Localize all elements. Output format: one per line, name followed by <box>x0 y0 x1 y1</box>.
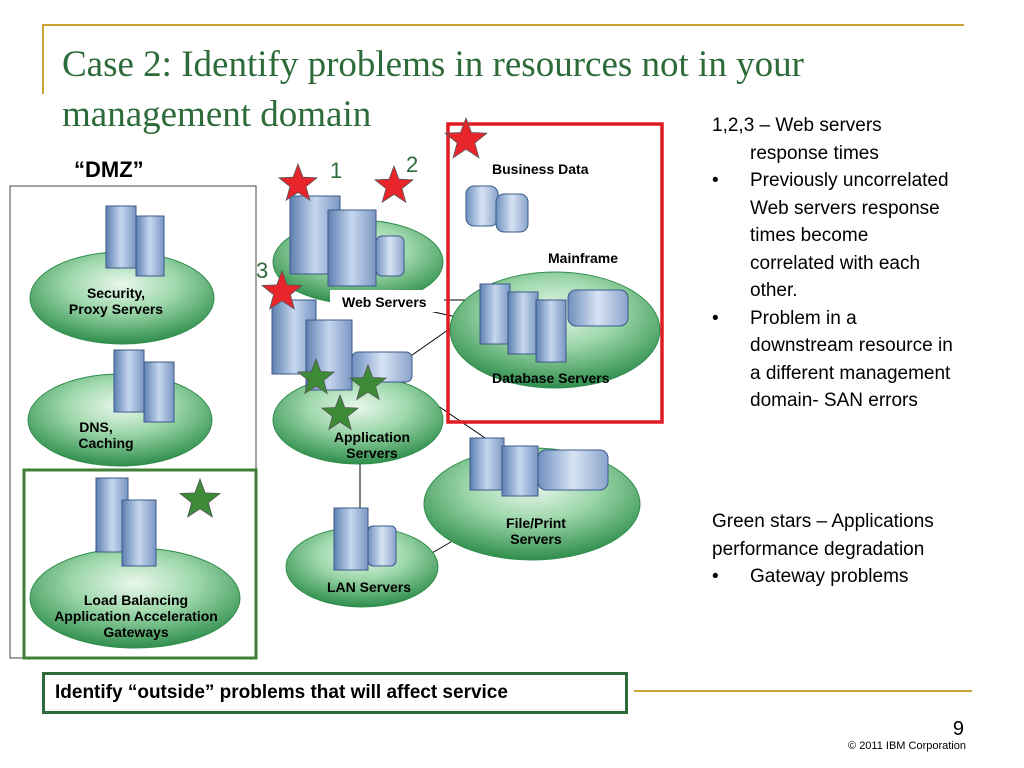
database-servers-label: Database Servers <box>492 370 610 386</box>
green-star-app-2-icon <box>348 363 388 401</box>
page-number: 9 <box>952 718 964 740</box>
heading-2-cont-2: degradation <box>823 538 925 560</box>
red-star-3-icon <box>260 269 304 310</box>
heading-1: 1,2,3 – Web servers <box>712 115 882 136</box>
mainframe-label: Mainframe <box>548 250 618 266</box>
heading-2-cont-1: performance <box>712 538 819 560</box>
bullet-1-line-4: correlated with each <box>750 252 921 274</box>
green-stars-panel: Green stars – Applications performance d… <box>712 508 1008 591</box>
number-3: 3 <box>256 258 268 283</box>
web-servers-label-bg <box>330 290 444 312</box>
heading-1-cont: response times <box>750 142 879 164</box>
stars-layer <box>178 116 488 518</box>
bullet-1-line-5: other. <box>750 280 798 301</box>
bullet-2: Problem in a downstream resource in a di… <box>712 305 1008 415</box>
lan-servers-label: LAN Servers <box>327 579 411 595</box>
number-1: 1 <box>330 158 342 183</box>
red-star-business-data-icon <box>444 116 488 159</box>
app-servers-label-1: Application <box>334 429 410 445</box>
left-rule <box>42 24 44 94</box>
green-star-app-3-icon <box>320 393 360 431</box>
number-2: 2 <box>406 152 418 177</box>
copyright: © 2011 IBM Corporation <box>848 740 966 752</box>
dns-label-2: Caching <box>78 435 133 451</box>
app-servers-label-2: Servers <box>346 445 398 461</box>
bullet-2-line-2: downstream resource in <box>750 335 953 356</box>
bullet-3: Gateway problems <box>712 563 1008 591</box>
mainframe-domain-box <box>446 122 664 424</box>
bottom-rule <box>634 690 972 692</box>
bullet-3-line-1: Gateway problems <box>750 566 909 587</box>
right-panel: 1,2,3 – Web servers response times Previ… <box>712 112 1008 415</box>
security-label-1: Security, <box>87 285 145 301</box>
bullet-1-line-1: Previously uncorrelated <box>750 170 949 191</box>
server-icons <box>95 185 629 571</box>
lb-label-1: Load Balancing <box>84 592 188 608</box>
bullet-2-line-3: a different management <box>750 362 951 384</box>
web-servers-label: Web Servers <box>342 294 427 310</box>
lb-label-3: Gateways <box>103 624 169 640</box>
bullet-1-line-3: times become <box>750 225 869 246</box>
dns-label-1: DNS, <box>79 419 112 435</box>
top-rule <box>42 24 964 26</box>
file-print-label-1: File/Print <box>506 515 566 531</box>
heading-2: Green stars – Applications <box>712 511 934 532</box>
file-print-label-2: Servers <box>510 531 562 547</box>
bullet-2-line-4: domain- SAN errors <box>750 390 918 411</box>
business-data-label: Business Data <box>492 161 589 177</box>
lb-label-2: Application Acceleration <box>54 608 218 624</box>
green-star-gateway-icon <box>178 477 222 518</box>
summary-box: Identify “outside” problems that will af… <box>42 672 628 714</box>
dmz-label: “DMZ” <box>74 157 144 182</box>
slide-title: Case 2: Identify problems in resources n… <box>62 44 804 135</box>
red-star-1-icon <box>277 162 319 202</box>
green-star-app-1-icon <box>296 357 336 395</box>
bullet-1-line-2: Web servers response <box>750 197 940 219</box>
security-label-2: Proxy Servers <box>69 301 163 317</box>
bullet-2-line-1: Problem in a <box>750 307 857 329</box>
bullet-1: Previously uncorrelated Web servers resp… <box>712 167 1008 305</box>
red-star-2-icon <box>373 164 415 204</box>
gateway-highlight-box <box>22 468 258 660</box>
